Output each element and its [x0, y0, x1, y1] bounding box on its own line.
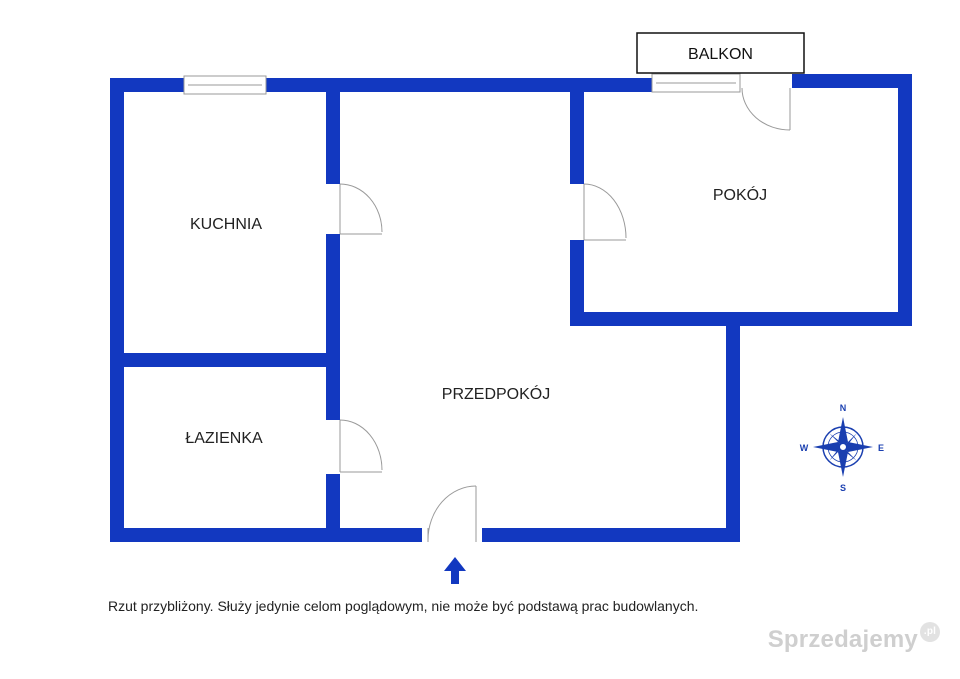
- windows: [183, 73, 741, 95]
- wall-bottom-left: [110, 528, 422, 542]
- wall-top-middle: [266, 78, 652, 92]
- door-bathroom: [339, 419, 383, 473]
- wall-kitchen-bath: [110, 353, 340, 367]
- room-label-hallway: PRZEDPOKÓJ: [442, 384, 550, 403]
- arrow-up-icon: [444, 557, 466, 584]
- disclaimer-text: Rzut przybliżony. Służy jedynie celom po…: [108, 598, 699, 614]
- wall-kitchen-lower: [326, 234, 340, 420]
- compass-rose-icon: N S E W: [800, 403, 884, 493]
- watermark-logo: Sprzedajemy.pl: [767, 622, 940, 654]
- compass-e: E: [878, 443, 884, 453]
- wall-room-left-upper: [570, 88, 584, 184]
- wall-room-left-lower: [570, 240, 584, 326]
- balcony: BALKON: [636, 32, 805, 74]
- room-label-bathroom: ŁAZIENKA: [185, 430, 263, 447]
- compass-w: W: [800, 443, 809, 453]
- wall-room-right: [898, 74, 912, 326]
- door-kitchen: [339, 183, 383, 235]
- wall-left: [110, 78, 124, 542]
- wall-bath-lower: [326, 474, 340, 536]
- wall-bottom-right: [482, 528, 740, 542]
- watermark-badge: .pl: [920, 622, 940, 642]
- watermark-text: Sprzedajemy: [767, 626, 918, 653]
- wall-hallway-right: [726, 312, 740, 542]
- door-entrance: [427, 485, 477, 542]
- wall-top-right: [792, 74, 912, 88]
- room-label-kitchen: KUCHNIA: [190, 216, 262, 233]
- wall-kitchen-upper: [326, 88, 340, 184]
- walls: [110, 74, 912, 542]
- balcony-box: [636, 32, 805, 74]
- room-label-room: POKÓJ: [713, 185, 767, 204]
- balcony-label: BALKON: [688, 46, 753, 63]
- door-room: [583, 183, 627, 241]
- compass-s: S: [840, 483, 846, 493]
- wall-room-bottom: [570, 312, 912, 326]
- door-balcony: [741, 87, 791, 131]
- doors: [339, 87, 791, 542]
- wall-top-left: [110, 78, 184, 92]
- compass-n: N: [840, 403, 847, 413]
